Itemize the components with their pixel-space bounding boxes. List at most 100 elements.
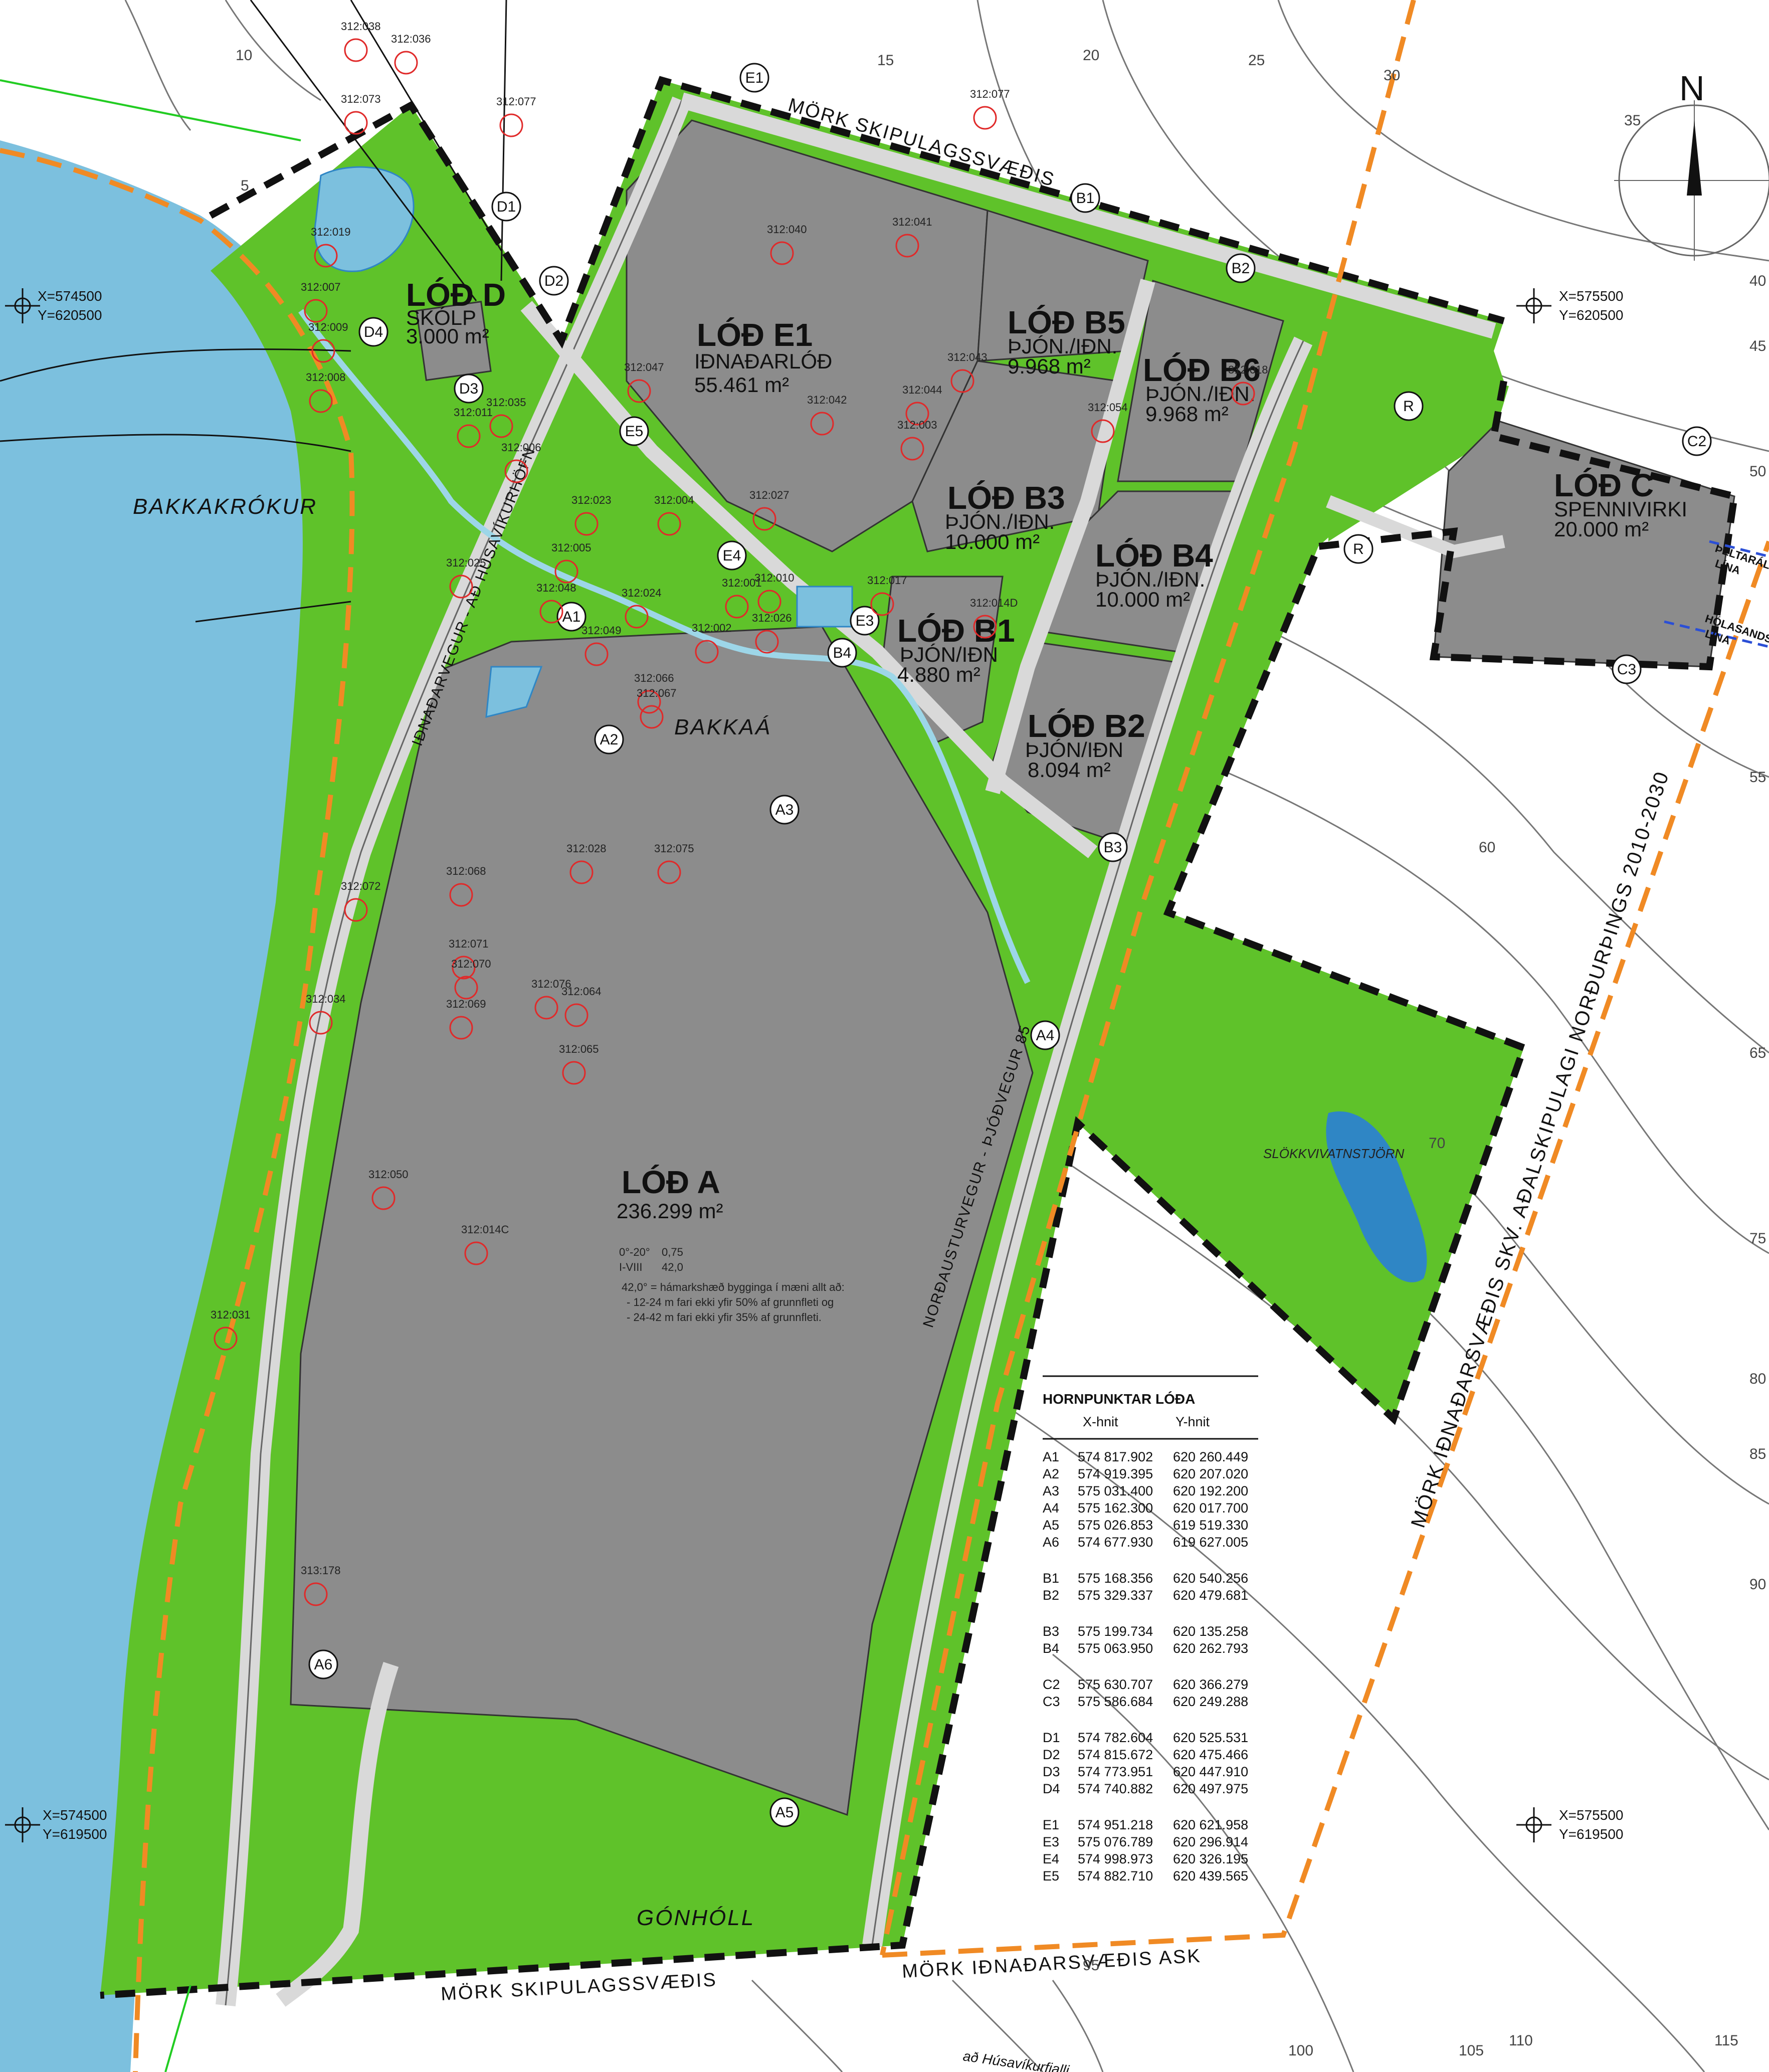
parcel-marker — [344, 898, 368, 922]
parcel-label: 312:054 — [1088, 401, 1128, 414]
parcel-label: 312:047 — [624, 361, 664, 373]
point-label-a2: A2 — [600, 731, 619, 748]
lot-b3-area — [911, 360, 1119, 552]
table-cell-point: D1 — [1043, 1730, 1060, 1745]
point-label-r: R — [1403, 398, 1414, 415]
parcel-label: 312:044 — [902, 384, 942, 396]
point-label-c2: C2 — [1687, 433, 1706, 450]
point-marker-d2 — [539, 266, 569, 296]
table-cell-point: B1 — [1043, 1571, 1059, 1586]
parcel-label: 312:043 — [947, 351, 988, 363]
parcel-label: 312:002 — [692, 622, 732, 634]
sea-water — [0, 140, 353, 2072]
parcel-label: 312:014C — [461, 1223, 509, 1236]
table-cell-point: A5 — [1043, 1518, 1059, 1533]
parcel-marker — [657, 860, 681, 884]
table-cell-y: 620 207.020 — [1173, 1466, 1248, 1481]
table-cell-y: 620 249.288 — [1173, 1694, 1248, 1709]
point-label-d3: D3 — [459, 381, 478, 397]
point-label-a1: A1 — [562, 609, 581, 625]
table-cell-point: E3 — [1043, 1834, 1059, 1849]
table-cell-point: A2 — [1043, 1466, 1059, 1481]
parcel-marker — [562, 1061, 586, 1085]
table-cell-x: 574 882.710 — [1078, 1868, 1153, 1883]
table-cell-y: 620 262.793 — [1173, 1641, 1248, 1656]
contour-label: 35 — [1624, 112, 1641, 129]
parcel-marker — [309, 389, 333, 413]
table-cell-point: E1 — [1043, 1817, 1059, 1832]
contour-label: 50 — [1749, 463, 1766, 480]
table-cell-y: 620 479.681 — [1173, 1588, 1248, 1603]
pond-bakkaa — [485, 666, 543, 718]
parcel-marker — [905, 402, 929, 426]
parcel-marker — [539, 600, 563, 624]
lot-b5-title: LÓÐ B5 — [1008, 304, 1125, 340]
table-cell-x: 575 162.300 — [1078, 1500, 1153, 1516]
contour-label: 85 — [1749, 1446, 1766, 1462]
table-cell-x: 574 773.951 — [1078, 1764, 1153, 1779]
point-marker-b2 — [1226, 253, 1256, 283]
lot-d-area-text: 3.000 m² — [406, 324, 489, 348]
point-label-a6: A6 — [314, 1656, 333, 1673]
table-cell-y: 620 326.195 — [1173, 1851, 1248, 1866]
parcel-label: 312:004 — [654, 494, 694, 506]
table-cell-x: 574 919.395 — [1078, 1466, 1153, 1481]
contour-label: 40 — [1749, 273, 1766, 289]
table-cell-y: 620 525.531 — [1173, 1730, 1248, 1745]
lot-b3-area-text: 10.000 m² — [945, 530, 1040, 553]
lot-c-use: SPENNIVIRKI — [1554, 497, 1687, 521]
table-cell-point: D2 — [1043, 1747, 1060, 1762]
parcel-marker — [950, 369, 974, 393]
lot-labels: LÓÐ A 236.299 m² 0°-20° 0,75 I-VIII 42,0… — [406, 277, 1687, 1324]
parcel-label: 312:003 — [897, 419, 937, 431]
parcel-label: 312:036 — [391, 33, 431, 45]
lot-b4-area-text: 10.000 m² — [1095, 588, 1190, 611]
table-cell-point: B4 — [1043, 1641, 1059, 1656]
contour-label: 55 — [1749, 769, 1766, 786]
parcel-label: 312:077 — [970, 88, 1010, 100]
point-label-b4: B4 — [833, 645, 852, 661]
parcel-marker — [314, 244, 338, 268]
parcel-marker — [311, 339, 335, 363]
parcel-marker — [304, 1582, 328, 1606]
point-label-b3: B3 — [1104, 839, 1122, 856]
place-names: BAKKAKRÓKUR BAKKAÁ GÓNHÓLL SLÖKKVIVATNST… — [133, 494, 1404, 1930]
table-title: HORNPUNKTAR LÓÐA — [1043, 1391, 1195, 1407]
pond-e3 — [796, 586, 853, 628]
sector-lines — [0, 0, 507, 623]
parcel-label: 312:011 — [454, 406, 493, 419]
contour-label: 100 — [1288, 2042, 1313, 2059]
road-east-r — [1326, 495, 1505, 558]
grid-cross-ne: X=575500 Y=620500 — [1516, 288, 1623, 323]
contour-label: 45 — [1749, 338, 1766, 354]
parcel-marker — [569, 860, 594, 884]
table-cell-y: 620 497.975 — [1173, 1781, 1248, 1796]
table-cell-x: 575 168.356 — [1078, 1571, 1153, 1586]
point-marker-c2 — [1682, 426, 1712, 456]
grid-y-nw: Y=620500 — [38, 307, 102, 323]
point-label-d4: D4 — [364, 324, 383, 340]
point-marker-a1 — [556, 602, 586, 632]
contour-label: 80 — [1749, 1371, 1766, 1387]
lot-e1-use: IÐNAÐARLÓÐ — [694, 349, 832, 373]
parcel-label: 312:076 — [531, 978, 571, 990]
north-label: N — [1679, 69, 1705, 108]
lot-b6-use: ÞJÓN./IÐN. — [1145, 382, 1255, 406]
grid-x-se: X=575500 — [1559, 1807, 1623, 1823]
contour-label: 70 — [1429, 1135, 1445, 1152]
table-cell-y: 619 627.005 — [1173, 1535, 1248, 1550]
parcel-label: 312:041 — [892, 216, 932, 228]
parcel-label: 312:067 — [637, 687, 677, 699]
point-label-c3: C3 — [1617, 661, 1636, 678]
table-cell-y: 620 447.910 — [1173, 1764, 1248, 1779]
lot-b2-use: ÞJÓN/IÐN — [1025, 738, 1123, 762]
lot-d-use: SKÓLP — [406, 306, 476, 329]
parcel-marker — [554, 559, 578, 584]
parcel-marker — [344, 38, 368, 62]
parcel-label: 312:027 — [749, 489, 790, 501]
parcel-label: 312:066 — [634, 672, 674, 684]
place-bakkakrokur: BAKKAKRÓKUR — [133, 494, 317, 519]
contour-label: 115 — [1714, 2032, 1738, 2049]
